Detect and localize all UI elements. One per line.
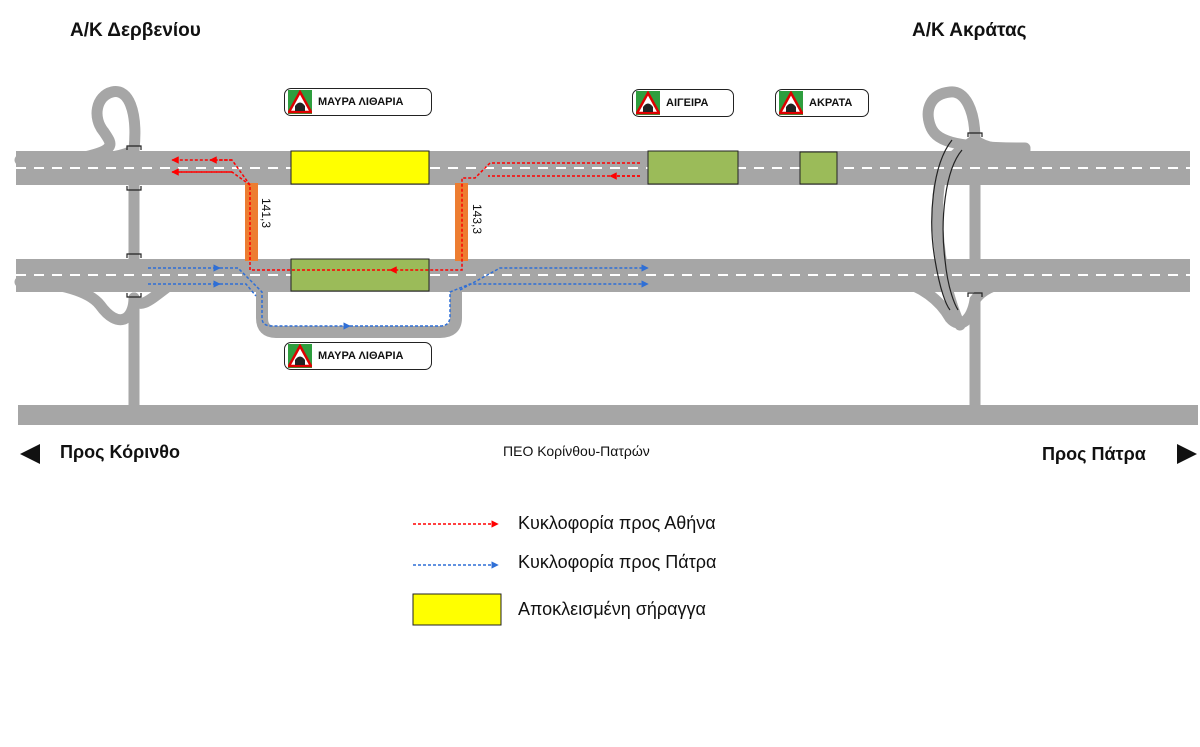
crossover-km-left: 141,3 (259, 198, 273, 229)
athens-traffic-route (171, 156, 640, 274)
diversion-loop (256, 290, 462, 338)
tunnel-akrata (799, 151, 838, 185)
closed-tunnel-mavra-northbound (290, 150, 430, 185)
crossover-km-right: 143,3 (470, 204, 484, 235)
legend-patra-label: Κυκλοφορία προς Πάτρα (518, 552, 717, 572)
tunnel-warning-icon (636, 91, 660, 115)
tunnel-warning-icon (288, 90, 312, 114)
left-interchange-ramps (14, 86, 176, 418)
legend-closed-swatch (412, 593, 502, 626)
tunnel-sign-label: ΜΑΥΡΑ ΛΙΘΑΡΙΑ (318, 96, 404, 108)
tunnel-warning-icon (779, 91, 803, 115)
tunnel-sign-label: ΑΙΓΕΙΡΑ (666, 97, 709, 109)
tunnel-sign-label: ΜΑΥΡΑ ΛΙΘΑΡΙΑ (318, 350, 404, 362)
tunnel-sign-mavra-top: ΜΑΥΡΑ ΛΙΘΑΡΙΑ (284, 88, 432, 116)
open-tunnel-mavra-southbound (290, 258, 430, 292)
interchange-right-title: Α/Κ Ακράτας (912, 20, 1027, 41)
old-national-road (18, 405, 1198, 425)
tunnel-warning-icon (288, 344, 312, 368)
left-triangle-icon (20, 444, 40, 464)
tunnel-sign-label: ΑΚΡΑΤΑ (809, 97, 853, 109)
legend-athens-label: Κυκλοφορία προς Αθήνα (518, 513, 716, 533)
legend-closed-label: Αποκλεισμένη σήραγγα (518, 599, 706, 619)
interchange-left-title: Α/Κ Δερβενίου (70, 20, 201, 41)
crossover-141 (245, 183, 258, 261)
tunnel-sign-aigeira: ΑΙΓΕΙΡΑ (632, 89, 734, 117)
direction-right-label: Προς Πάτρα (1042, 444, 1146, 464)
tunnel-sign-akrata: ΑΚΡΑΤΑ (775, 89, 869, 117)
bridge-markers (126, 132, 983, 311)
direction-left-label: Προς Κόρινθο (60, 442, 180, 462)
tunnel-sign-mavra-bottom: ΜΑΥΡΑ ΛΙΘΑΡΙΑ (284, 342, 432, 370)
right-triangle-icon (1177, 444, 1197, 464)
tunnel-aigeira (647, 150, 739, 185)
right-interchange-ramps (894, 86, 1031, 418)
patra-traffic-route (148, 264, 649, 330)
crossover-143 (455, 183, 468, 261)
old-road-label: ΠΕΟ Κορίνθου-Πατρών (503, 443, 650, 459)
